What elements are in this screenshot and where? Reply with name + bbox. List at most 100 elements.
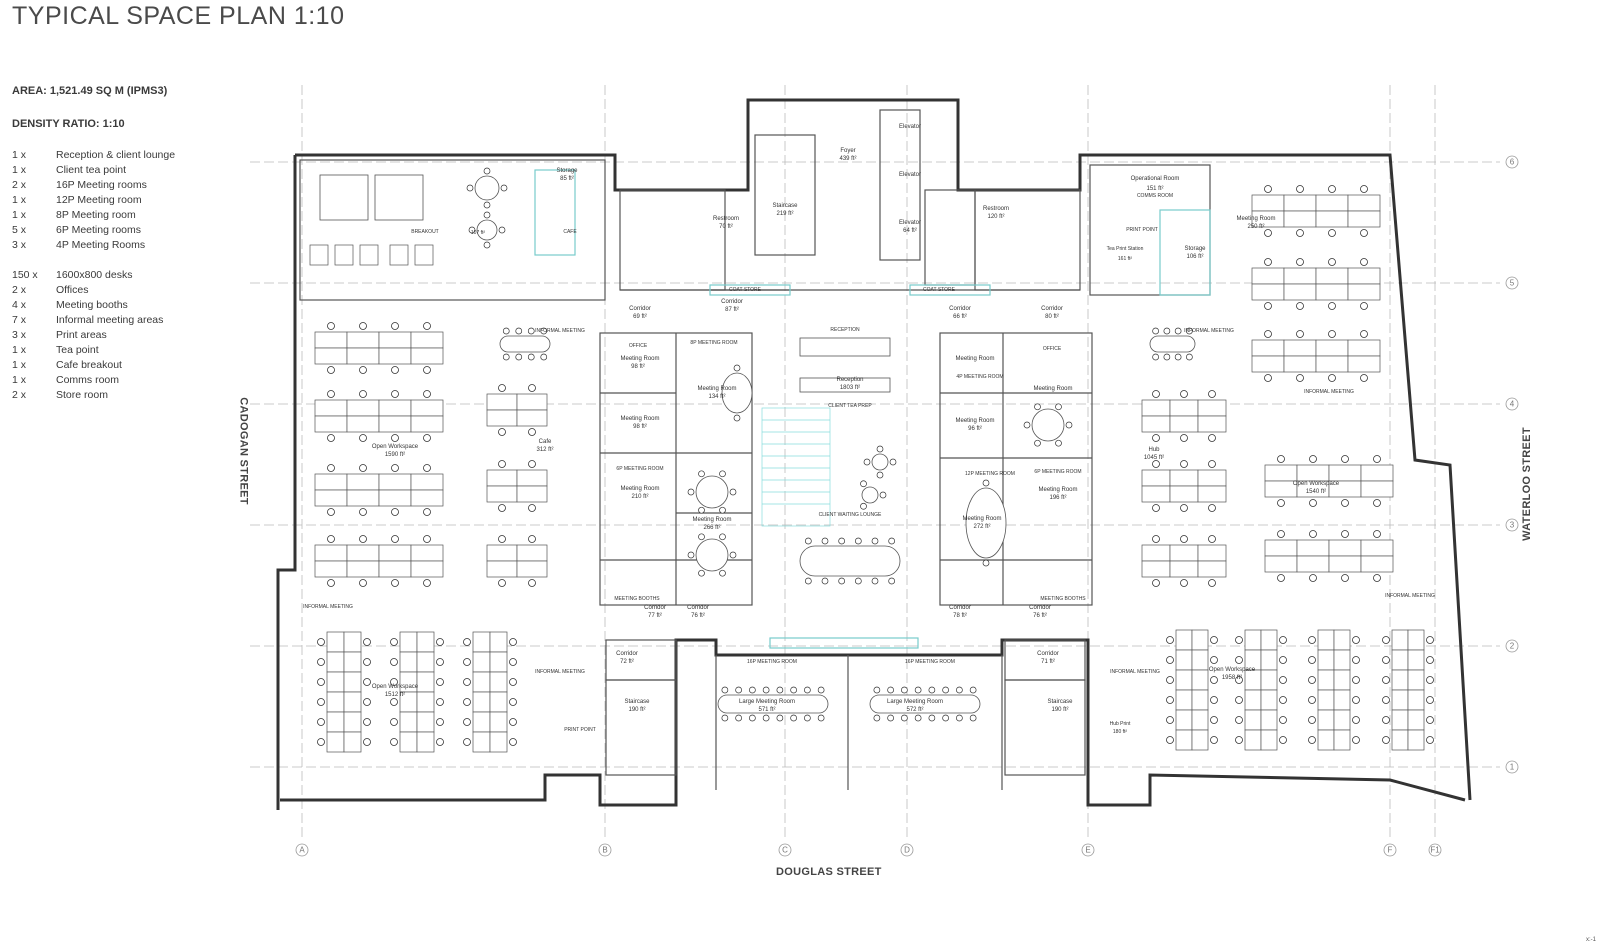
desk <box>378 560 412 578</box>
meeting-table <box>863 445 897 479</box>
street-label-bottom: DOUGLAS STREET <box>776 866 882 878</box>
chair <box>509 638 517 646</box>
desk <box>1251 355 1285 373</box>
desk <box>1347 194 1381 212</box>
room-label: Corridor <box>949 605 971 611</box>
table <box>799 545 901 577</box>
chair <box>860 480 867 488</box>
desk <box>1264 464 1298 482</box>
desk <box>1391 669 1409 691</box>
room-label: 190 ft² <box>628 707 645 713</box>
grid-row-label: 3 <box>1510 521 1515 530</box>
grid-bubble <box>1505 276 1519 290</box>
chair <box>363 678 371 686</box>
chair <box>1308 676 1316 684</box>
desk <box>410 399 444 417</box>
chair <box>1279 656 1287 664</box>
chair <box>817 714 825 722</box>
chair <box>1360 330 1368 338</box>
chair <box>1426 656 1434 664</box>
room-label: 1803 ft² <box>840 385 860 391</box>
room-label: Corridor <box>629 306 651 312</box>
grid-row-label: 4 <box>1510 400 1515 409</box>
chair <box>956 714 963 722</box>
room-label: 439 ft² <box>839 156 856 162</box>
desk <box>1264 539 1298 557</box>
chair <box>1163 327 1171 335</box>
chair <box>1296 330 1304 338</box>
desk <box>1169 469 1199 487</box>
desk <box>486 560 518 578</box>
desk <box>1407 709 1425 731</box>
chair <box>1264 374 1272 382</box>
chair <box>359 508 367 516</box>
chair <box>1352 736 1360 744</box>
desk <box>489 671 508 693</box>
desk <box>1296 464 1330 482</box>
room-label: Restroom <box>713 216 739 222</box>
chair <box>1309 530 1317 538</box>
desk <box>1296 555 1330 573</box>
desk <box>1407 689 1425 711</box>
chair <box>363 638 371 646</box>
chair <box>1186 353 1193 361</box>
chair <box>1352 696 1360 704</box>
desk <box>410 560 444 578</box>
room-label: OFFICE <box>1043 346 1062 352</box>
chair <box>1328 330 1336 338</box>
chair <box>1152 327 1159 335</box>
meeting-table <box>1023 403 1073 447</box>
chair <box>359 434 367 442</box>
desk <box>343 651 362 673</box>
chair <box>359 366 367 374</box>
chair <box>498 535 506 543</box>
chair <box>1352 656 1360 664</box>
chair <box>1352 636 1360 644</box>
chair <box>1174 353 1182 361</box>
chair <box>363 698 371 706</box>
desk <box>472 711 491 733</box>
chair <box>1264 258 1272 266</box>
desk <box>1260 729 1278 751</box>
desk <box>1251 267 1285 285</box>
desk <box>1333 689 1351 711</box>
chair <box>928 714 936 722</box>
chair <box>423 434 431 442</box>
chair <box>821 577 829 585</box>
chair <box>540 353 548 361</box>
chair <box>860 502 867 510</box>
sofa <box>319 174 369 221</box>
desk-bank <box>486 384 548 436</box>
desk <box>378 489 412 507</box>
table <box>1149 335 1196 353</box>
reception-counter <box>799 377 891 393</box>
grid-row-label: 6 <box>1510 158 1515 167</box>
desk <box>1315 355 1349 373</box>
chair <box>509 658 517 666</box>
desk <box>516 393 548 411</box>
desk-bank <box>314 390 444 442</box>
table <box>1031 408 1065 442</box>
desk <box>1283 355 1317 373</box>
desk <box>346 560 380 578</box>
chair <box>528 535 536 543</box>
table <box>474 175 500 201</box>
chair <box>1360 229 1368 237</box>
chair <box>509 678 517 686</box>
desk <box>1347 355 1381 373</box>
chair <box>527 327 535 335</box>
desk <box>1317 669 1335 691</box>
room-label: 98 ft² <box>631 364 645 370</box>
chair <box>436 718 444 726</box>
desk <box>516 544 548 562</box>
room-label: Elevator <box>899 220 921 226</box>
desk <box>1407 629 1425 651</box>
desk <box>1333 629 1351 651</box>
desk <box>472 731 491 753</box>
desk <box>314 489 348 507</box>
chair <box>1152 434 1160 442</box>
